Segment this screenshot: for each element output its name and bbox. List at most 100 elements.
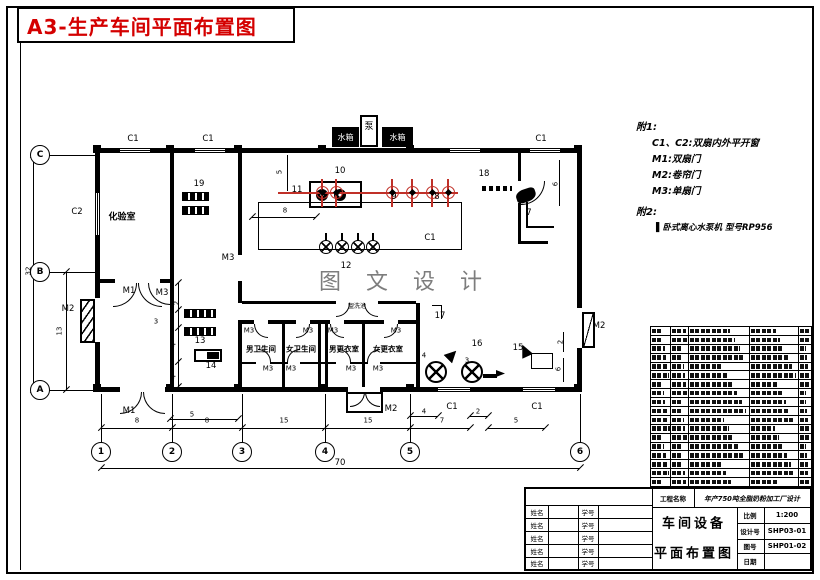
pump-stem <box>325 233 327 241</box>
title-block-line <box>737 553 810 554</box>
equipment-cell-text <box>751 479 777 485</box>
equipment-cell <box>689 371 750 380</box>
equipment-cell-text <box>800 426 810 431</box>
legend-item: C1、C2:双扇内外平开窗 <box>652 138 759 149</box>
plan-label: 4 <box>421 407 427 416</box>
equipment-cell-text <box>800 462 808 467</box>
equipment-cell-text <box>672 346 681 351</box>
equipment-cell-text <box>652 346 665 351</box>
process-valve <box>426 186 439 199</box>
equipment-19 <box>182 206 209 215</box>
equipment-cell-text <box>672 479 686 485</box>
pump-stem <box>341 233 343 241</box>
equipment-cell <box>651 407 671 415</box>
equipment-cell <box>799 398 810 406</box>
pump-stem <box>372 233 374 241</box>
legend-heading-1: 附1: <box>636 122 657 133</box>
door-opening <box>348 387 380 392</box>
equipment-cell <box>750 371 799 380</box>
leader-line <box>441 305 442 319</box>
title-block-line <box>764 507 765 569</box>
equipment-19 <box>182 192 209 201</box>
title-block-line <box>526 518 652 519</box>
info-value: SHP03-01 <box>767 527 807 535</box>
equipment-cell-text <box>800 399 807 405</box>
equipment-cell-text <box>690 373 728 378</box>
title-block-line <box>598 505 599 569</box>
extension-line <box>410 394 411 443</box>
mixer-3 <box>461 361 483 383</box>
equipment-cell-text <box>800 470 809 476</box>
title-block: 工程名称 年产750吨全脂奶粉加工厂设计 车间设备 平面布置图 姓名学号姓名学号… <box>524 487 812 571</box>
equipment-cell <box>651 424 671 433</box>
interior-wall <box>518 241 548 244</box>
equipment-cell <box>689 460 750 469</box>
column <box>574 145 582 153</box>
plan-label: 化验室 <box>108 212 136 223</box>
page-title: A3-生产车间平面布置图 <box>27 14 257 39</box>
title-badge: A3-生产车间平面布置图 <box>17 7 295 43</box>
column <box>574 384 582 392</box>
column <box>234 145 242 153</box>
equipment-cell <box>651 362 671 371</box>
dimension-value: 15 <box>363 416 373 425</box>
column <box>318 145 326 153</box>
equipment-cell <box>799 336 810 344</box>
equipment-cell-text <box>800 408 808 414</box>
equipment-cell-text <box>800 417 809 423</box>
title-block-line <box>737 507 738 569</box>
plan-label: M3 <box>221 252 235 263</box>
plan-label: 11 <box>291 184 303 195</box>
extension-line <box>101 394 102 443</box>
equipment-row <box>651 371 811 381</box>
equipment-cell-text <box>652 399 666 405</box>
plan-label: 5 <box>275 169 284 175</box>
equipment-cell <box>750 460 799 469</box>
equipment-cell <box>689 398 750 407</box>
equipment-cell <box>799 434 810 442</box>
leader-line <box>432 305 442 306</box>
plan-label: 盥洗池 <box>347 303 367 310</box>
equipment-cell-text <box>652 382 663 387</box>
column <box>406 384 414 392</box>
equipment-cell-text <box>690 417 725 423</box>
equipment-cell <box>651 353 671 362</box>
project-label: 工程名称 <box>660 495 686 503</box>
equipment-cell <box>799 380 810 388</box>
equipment-cell <box>799 443 810 451</box>
plan-label: 16 <box>471 338 483 349</box>
equipment-cell-text <box>800 435 810 440</box>
axis-bubble-left: A <box>30 380 50 400</box>
equipment-cell-text <box>690 444 739 449</box>
plan-label: 6 <box>554 366 563 372</box>
dimension-value: 32 <box>24 266 33 276</box>
plan-label: 3 <box>464 356 470 365</box>
equipment-cell-text <box>690 355 745 360</box>
dimension-line <box>170 419 238 420</box>
plan-label: 19 <box>193 178 205 189</box>
equipment-cell <box>750 469 799 478</box>
equipment-cell-text <box>672 417 685 423</box>
signature-label: 姓名 <box>530 508 544 517</box>
dimension-line <box>101 468 580 469</box>
equipment-cell-text <box>690 462 722 467</box>
equipment-cell <box>651 478 671 487</box>
equipment-cell-text <box>751 462 791 467</box>
plan-label: 18 <box>478 168 490 179</box>
interior-wall <box>318 324 321 387</box>
equipment-row <box>651 433 811 443</box>
legend-item: M3:单扇门 <box>652 186 701 197</box>
interior-wall <box>268 320 296 324</box>
equipment-outline <box>194 349 222 362</box>
equipment-cell <box>671 398 689 407</box>
extension-line <box>172 394 173 443</box>
dimension-line <box>101 428 470 429</box>
equipment-row <box>651 478 811 487</box>
legend-note: ▌卧式离心水泵机 型号RP956 <box>656 223 773 233</box>
equipment-cell-text <box>800 390 806 396</box>
dimension-line <box>470 416 488 417</box>
equipment-row <box>651 327 811 336</box>
title-block-line <box>652 489 653 569</box>
equipment-row <box>651 415 811 425</box>
interior-wall <box>398 320 416 324</box>
